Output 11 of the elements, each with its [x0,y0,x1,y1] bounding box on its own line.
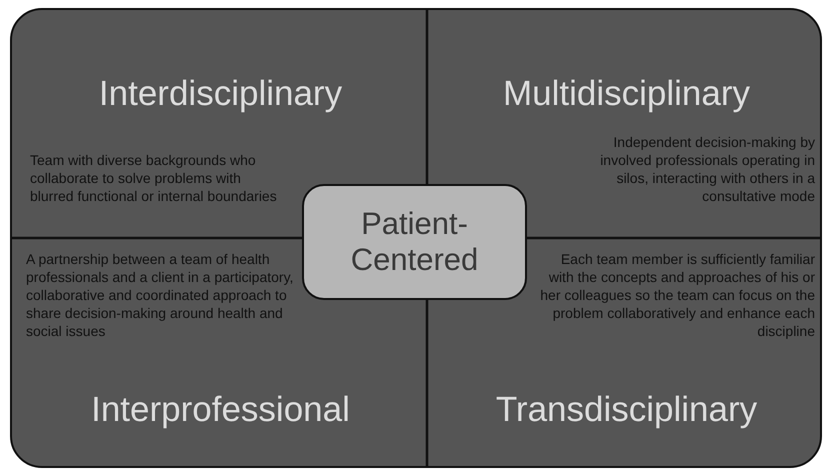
definition-text: Independent decision-making by involved professionals operating in silos, interacting with others in a consultative mode [599,133,815,205]
center-label: Patient-Centered [350,206,480,278]
center-box [302,184,527,300]
rounded-panel [10,8,822,468]
quadrant-heading: Multidisciplinary [502,74,752,114]
quadrant-heading: Interprofessional [90,390,351,430]
definition-text: Each team member is sufficiently familiar with the concepts and approaches of his or her colleagues so the team can focus on the problem collaboratively and enhance each discipline [539,250,815,340]
quadrant-heading: Interdisciplinary [98,74,344,114]
quadrant-heading: Transdisciplinary [494,390,758,430]
definition-text: Team with diverse backgrounds who collaborate to solve problems with blurred functional or internal boundaries [30,151,278,205]
definition-text: A partnership between a team of health professionals and a client in a participatory, collaborative and coordinated approach to share decision-making around health and social issues [26,250,294,340]
